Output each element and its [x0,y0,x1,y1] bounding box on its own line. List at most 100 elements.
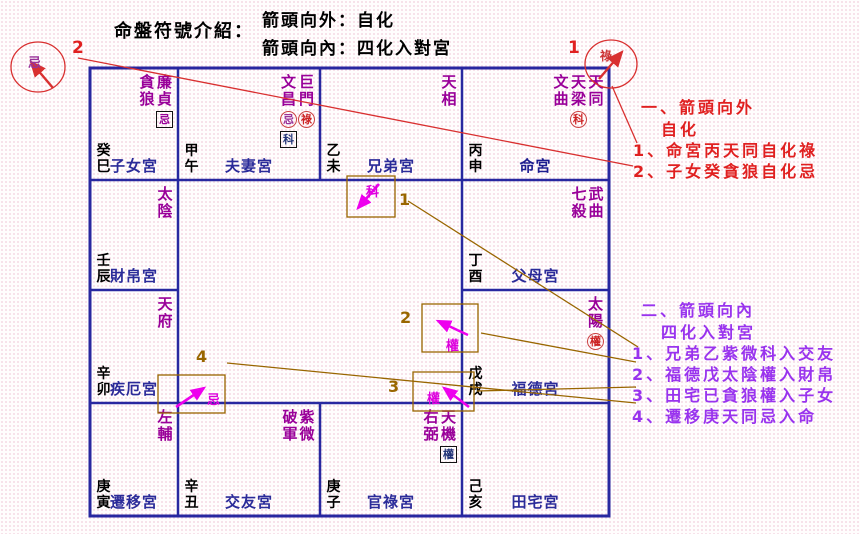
palace-name: 疾厄宮 [109,380,158,398]
star-name: 文昌 [280,73,296,108]
corner-right-number: 1 [568,38,580,58]
arrow-box-2-glyph: 權 [446,339,460,354]
star-name: 右弼 [423,408,439,443]
rule-outward-text: 箭頭向外：自化 [262,11,395,31]
palace-cell-property: 己亥 田宅宮 [462,403,609,516]
star-column: 武曲 [588,186,604,220]
rule-inward-text: 箭頭向內：四化入對宮 [262,39,452,59]
purple-annotation-item-2: 2、福德戊太陰權入財帛 [632,365,837,384]
star-group: 巨門祿文昌忌科 [279,74,315,148]
star-name: 七殺 [571,185,587,220]
palace-cell-life: 天同天梁科文曲 丙申 命宮 [462,68,609,180]
star-name: 左輔 [157,408,173,443]
transform-mark: 忌 [156,111,173,128]
arrow-box-3-glyph: 權 [427,392,441,407]
transform-mark: 科 [280,131,297,148]
star-column: 天府 [157,296,173,330]
transform-mark: 權 [440,446,457,463]
palace-name: 財帛宮 [109,267,158,285]
star-group: 天同天梁科文曲 [552,74,604,128]
star-name: 武曲 [588,185,604,220]
star-column: 天同 [588,74,604,128]
purple-annotation-item-3: 3、田宅已貪狼權入子女 [632,386,837,405]
star-column: 廉貞忌 [156,74,173,128]
star-column: 天機權 [440,409,457,463]
palace-cell-parents: 武曲七殺 丁酉 父母宮 [462,180,609,290]
page-title: 命盤符號介紹： [114,21,254,42]
palace-name: 兄弟宮 [366,157,415,175]
star-column: 太陰 [157,186,173,220]
star-name: 天相 [441,73,457,108]
purple-annotation-subheading: 四化入對宮 [661,323,757,342]
star-column: 太陽權 [587,296,604,350]
red-annotation-item-2: 2、子女癸貪狼自化忌 [633,162,819,181]
palace-cell-health: 天府 辛卯 疾厄宮 [90,290,178,403]
palace-cell-friends: 紫微破軍 辛丑 交友宮 [178,403,320,516]
palace-cell-wealth: 太陰 壬辰 財帛宮 [90,180,178,290]
star-name: 太陰 [157,185,173,220]
star-group: 天府 [156,296,173,330]
purple-annotation-item-4: 4、遷移庚天同忌入命 [632,407,818,426]
star-column: 文昌忌科 [280,74,297,148]
palace-name: 田宅宮 [511,493,560,511]
star-name: 天府 [157,295,173,330]
palace-cell-career: 天機權右弼 庚子 官祿宮 [320,403,462,516]
transform-mark: 科 [570,111,587,128]
star-column: 破軍 [282,409,298,443]
transform-mark: 權 [587,333,604,350]
arrow-box-1-glyph: 科 [366,185,380,200]
transform-mark: 忌 [280,111,297,128]
arrow-box-1-number: 1 [399,190,411,209]
star-name: 破軍 [282,408,298,443]
red-annotation-subheading: 自化 [661,120,700,139]
star-name: 天梁 [570,73,586,108]
star-name: 文曲 [553,73,569,108]
palace-name: 遷移宮 [109,493,158,511]
arrow-box-2-number: 2 [400,308,412,327]
palace-cell-children: 廉貞忌貪狼 癸巳 子女宮 [90,68,178,180]
arrow-box-4-glyph: 忌 [207,393,221,408]
palace-name: 父母宮 [511,267,560,285]
star-column: 紫微 [299,409,315,443]
star-column: 右弼 [423,409,439,463]
star-name: 紫微 [299,408,315,443]
palace-name: 子女宮 [109,157,158,175]
palace-name: 交友宮 [224,493,273,511]
palace-name-life: 命宮 [519,157,552,175]
star-column: 巨門祿 [298,74,315,148]
star-name: 太陽 [587,295,603,330]
transform-mark: 祿 [298,111,315,128]
star-group: 左輔 [156,409,173,443]
palace-cell-fortune: 太陽權 戊戌 福德宮 [462,290,609,403]
star-group: 太陰 [156,186,173,220]
star-column: 天梁科 [570,74,587,128]
star-column: 七殺 [571,186,587,220]
red-annotation-heading: 一、箭頭向外 [641,98,756,117]
palace-name: 官祿宮 [366,493,415,511]
palace-cell-spouse: 巨門祿文昌忌科 甲午 夫妻宮 [178,68,320,180]
star-group: 天機權右弼 [422,409,457,463]
star-name: 廉貞 [156,73,172,108]
star-column: 貪狼 [139,74,155,128]
palace-name: 夫妻宮 [224,157,273,175]
arrow-box-3-number: 3 [388,377,400,396]
purple-annotation-item-1: 1、兄弟乙紫微科入交友 [632,344,837,363]
palace-cell-travel: 左輔 庚寅 遷移宮 [90,403,178,516]
palace-name: 福德宮 [511,380,560,398]
corner-left-glyph: 忌 [28,56,42,71]
red-annotation-item-1: 1、命宮丙天同自化祿 [633,141,819,160]
star-group: 武曲七殺 [570,186,604,220]
star-column: 天相 [441,74,457,108]
palace-cell-siblings: 天相 乙未 兄弟宮 [320,68,462,180]
star-column: 文曲 [553,74,569,128]
star-group: 天相 [440,74,457,108]
star-group: 紫微破軍 [281,409,315,443]
star-name: 貪狼 [139,73,155,108]
star-name: 天同 [588,73,604,108]
corner-left-number: 2 [72,38,84,58]
star-column: 左輔 [157,409,173,443]
star-name: 天機 [440,408,456,443]
purple-annotation-heading: 二、箭頭向內 [641,301,756,320]
star-group: 太陽權 [586,296,604,350]
arrow-box-4-number: 4 [196,347,208,366]
